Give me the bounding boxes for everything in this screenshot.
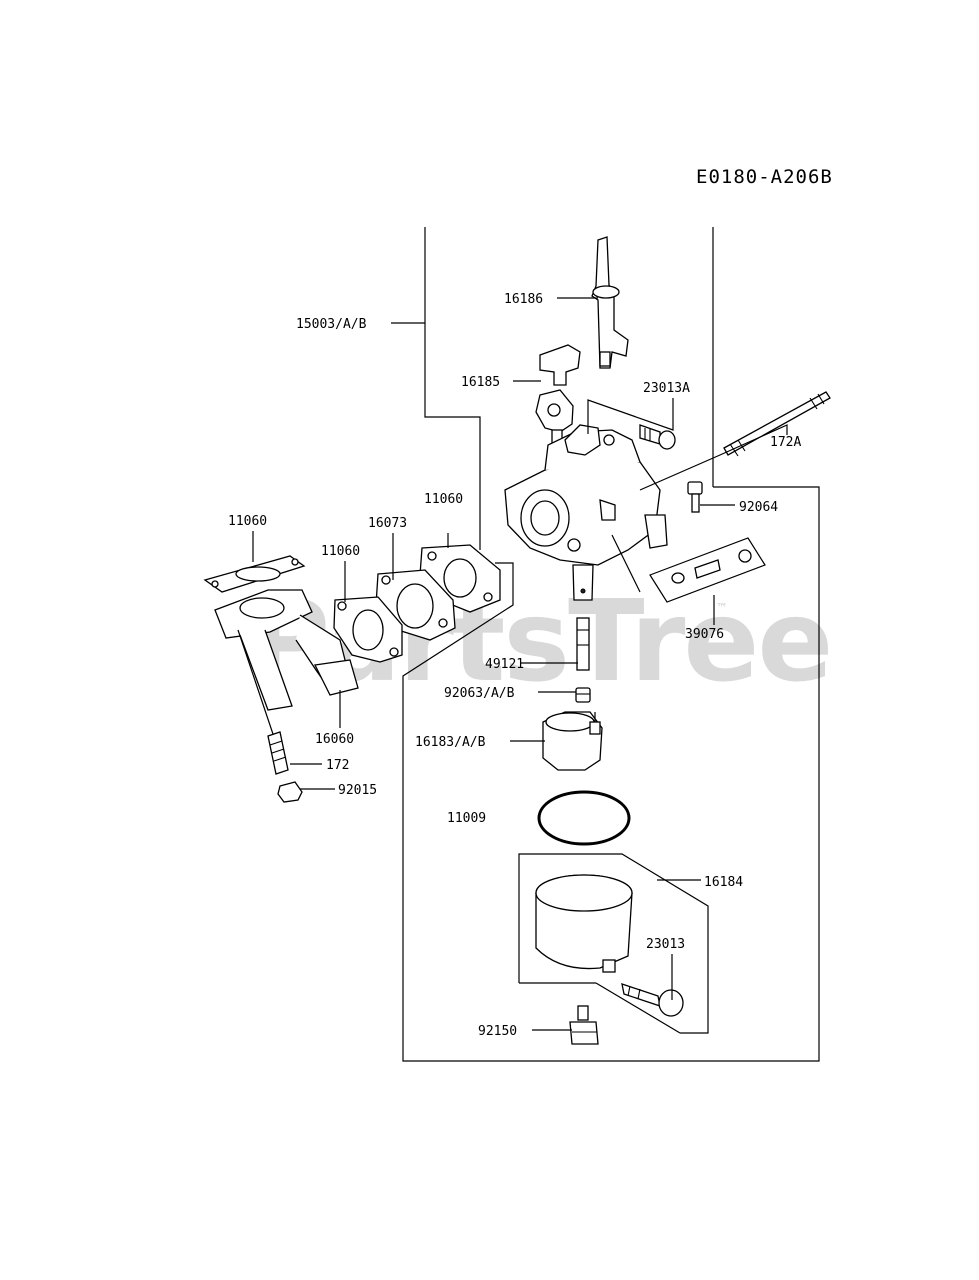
diagram-code: E0180-A206B	[696, 166, 833, 188]
part-16060-intake-pipe[interactable]	[214, 589, 359, 711]
label-172a: 172A	[770, 435, 801, 450]
label-23013a: 23013A	[643, 381, 690, 396]
part-92015-nut[interactable]	[277, 781, 303, 803]
part-23013A-screw[interactable]	[639, 424, 676, 450]
part-16186-shaft[interactable]	[591, 236, 629, 369]
watermark-trademark: ™	[716, 601, 728, 615]
part-92150-drain-bolt[interactable]	[569, 1005, 599, 1045]
leader-lines	[252, 297, 788, 1031]
label-11060-right: 11060	[424, 492, 463, 507]
label-39076: 39076	[685, 627, 724, 642]
part-16185-choke[interactable]	[535, 344, 581, 445]
part-92063-jet[interactable]	[575, 687, 591, 703]
part-172-stud[interactable]	[237, 629, 289, 775]
label-92150: 92150	[478, 1024, 517, 1039]
part-92064-screw[interactable]	[687, 481, 703, 513]
part-49121-nozzle[interactable]	[572, 564, 594, 671]
part-11009-o-ring[interactable]	[537, 790, 631, 846]
part-16184-float-bowl[interactable]	[518, 853, 709, 1034]
label-23013: 23013	[646, 937, 685, 952]
label-49121: 49121	[485, 657, 524, 672]
assembly-frame	[402, 227, 820, 1062]
label-15003-a-b: 15003/A/B	[296, 317, 367, 332]
part-16183-float[interactable]	[542, 711, 603, 771]
label-11060-middle: 11060	[321, 544, 360, 559]
label-92015: 92015	[338, 783, 377, 798]
label-92064: 92064	[739, 500, 778, 515]
label-16185: 16185	[461, 375, 500, 390]
part-11060-gasket-middle[interactable]	[333, 596, 403, 663]
label-16073: 16073	[368, 516, 407, 531]
label-92063-a-b: 92063/A/B	[444, 686, 515, 701]
label-16186: 16186	[504, 292, 543, 307]
part-23013-screw[interactable]	[621, 983, 684, 1017]
label-11009: 11009	[447, 811, 486, 826]
part-labels: 16186 15003/A/B 16185 23013A 172A 92064 …	[228, 292, 801, 1039]
label-172: 172	[326, 758, 349, 773]
label-16183-a-b: 16183/A/B	[415, 735, 486, 750]
part-11060-gasket-left[interactable]	[203, 555, 306, 593]
part-39076-kit[interactable]	[611, 534, 766, 625]
part-carburetor-body[interactable]	[504, 424, 668, 566]
label-16060: 16060	[315, 732, 354, 747]
label-11060-left: 11060	[228, 514, 267, 529]
label-16184: 16184	[704, 875, 743, 890]
